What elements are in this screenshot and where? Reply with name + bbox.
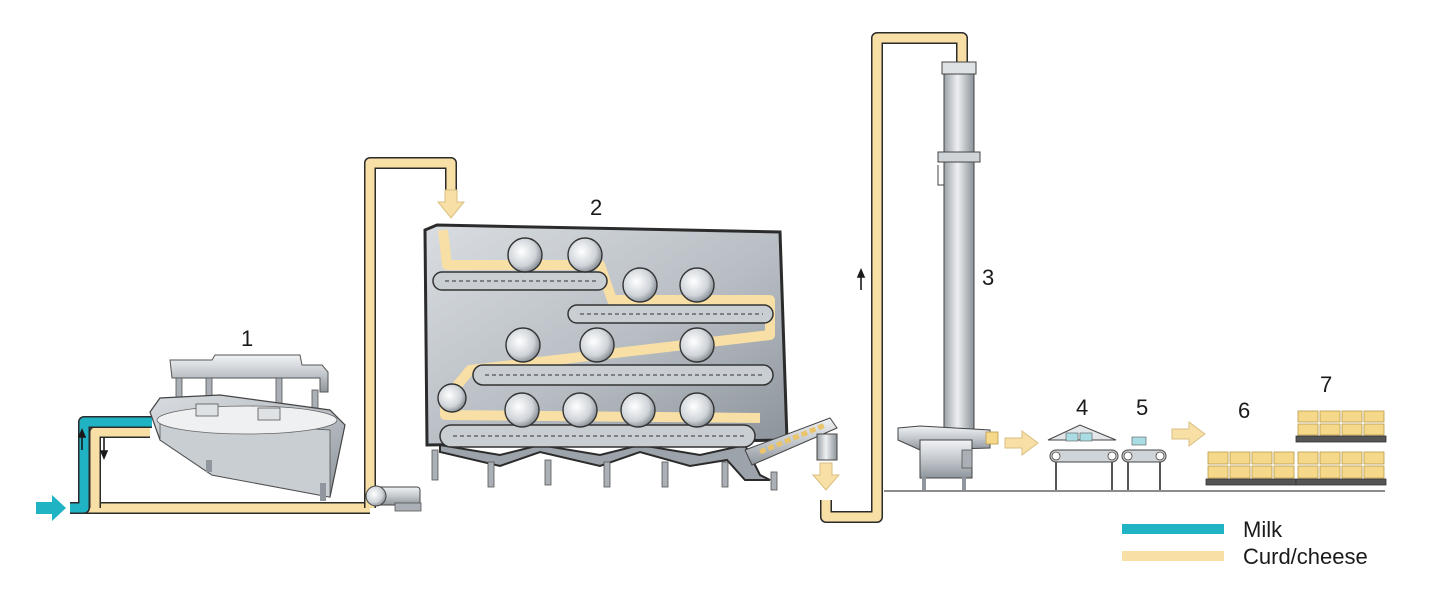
direction-arrows xyxy=(77,267,866,461)
mill-wheel xyxy=(622,267,658,303)
mill-wheel xyxy=(620,392,656,428)
mill-wheel xyxy=(579,327,615,363)
mill-wheel xyxy=(567,237,603,273)
flow-arrow-icon xyxy=(1171,421,1206,447)
curd-pump xyxy=(365,485,422,512)
mill-wheel xyxy=(679,392,715,428)
station-label-7: 7 xyxy=(1320,372,1332,397)
flow-arrow-icon xyxy=(811,462,841,491)
legend-label-milk: Milk xyxy=(1243,517,1283,542)
milk-inlet-arrow xyxy=(36,495,66,521)
direction-arrow-icon xyxy=(77,427,87,438)
mill-wheel xyxy=(507,237,543,273)
cheddaring-machine xyxy=(423,189,841,491)
mill-wheel xyxy=(562,392,598,428)
flow-arrow-icon xyxy=(1004,430,1039,456)
sealing-conveyor xyxy=(1121,436,1167,490)
legend-label-curd: Curd/cheese xyxy=(1243,544,1368,569)
cheese-pallet-7 xyxy=(1295,410,1387,486)
direction-arrow-icon xyxy=(99,450,109,461)
cheese-pallet-6 xyxy=(1205,451,1297,486)
legend: Milk Curd/cheese xyxy=(1122,517,1368,569)
direction-arrow-icon xyxy=(856,267,866,278)
flow-arrow-icon xyxy=(36,495,66,521)
mill-wheel xyxy=(437,383,467,413)
station-labels: 1 2 3 4 5 6 7 xyxy=(241,195,1332,423)
station-label-6: 6 xyxy=(1238,398,1250,423)
bagging-machine xyxy=(1047,424,1119,490)
station-label-5: 5 xyxy=(1136,395,1148,420)
cheese-vat xyxy=(149,354,346,501)
curd-pipe-network xyxy=(70,32,968,523)
block-former-tower xyxy=(897,61,999,490)
mill-wheel xyxy=(504,392,540,428)
mill-wheel xyxy=(679,327,715,363)
mill-wheel xyxy=(505,327,541,363)
station-label-2: 2 xyxy=(590,195,602,220)
mill-wheel xyxy=(679,267,715,303)
station-label-4: 4 xyxy=(1076,395,1088,420)
legend-swatch-milk xyxy=(1122,524,1224,534)
flow-arrow-icon xyxy=(436,189,466,219)
legend-swatch-curd xyxy=(1122,551,1224,561)
station-label-1: 1 xyxy=(241,326,253,351)
station-label-3: 3 xyxy=(982,265,994,290)
